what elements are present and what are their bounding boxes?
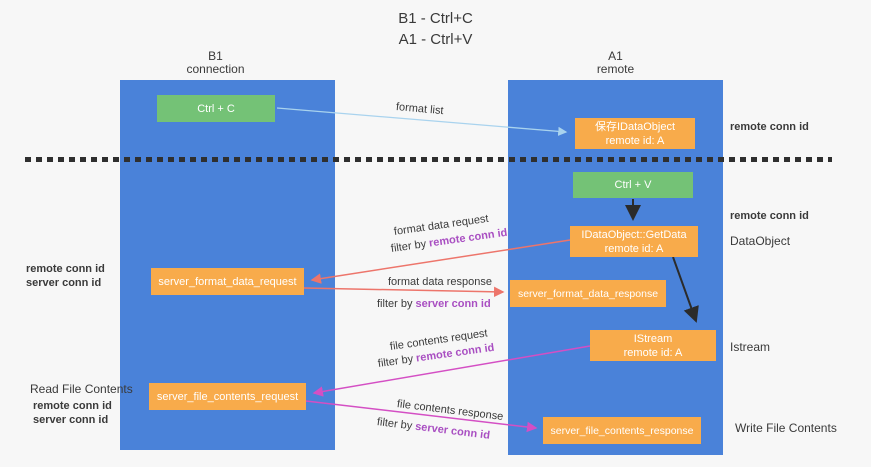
getdata-line2: remote id: A [604, 242, 664, 255]
server-format-data-response-label: server_format_data_response [517, 287, 659, 300]
remote-conn-id-label-left-top: remote conn id [26, 263, 105, 275]
server-conn-id-label-left-bottom: server conn id [33, 414, 109, 426]
format-list-label: format list [395, 101, 445, 118]
ctrl-c-box: Ctrl + C [157, 95, 275, 122]
ctrl-v-label: Ctrl + V [614, 179, 652, 191]
save-idataobject-line2: remote id: A [605, 134, 665, 147]
save-idataobject-line1: 保存IDataObject [594, 120, 676, 133]
getdata-line1: IDataObject::GetData [581, 228, 687, 241]
lane-a1-name: A1 [608, 49, 623, 63]
save-idataobject-box: 保存IDataObject remote id: A [575, 118, 695, 149]
ctrl-c-label: Ctrl + C [197, 102, 235, 115]
getdata-box: IDataObject::GetData remote id: A [570, 226, 698, 257]
istream-line2: remote id: A [623, 346, 683, 359]
server-format-data-request-box: server_format_data_request [151, 268, 304, 295]
lane-header-a1: A1 remote [528, 50, 703, 76]
write-file-contents-label: Write File Contents [735, 421, 837, 435]
format-data-response-filter-label: filter by server conn id [377, 298, 491, 310]
dataobject-label: DataObject [730, 234, 791, 248]
server-file-contents-request-label: server_file_contents_request [156, 390, 299, 403]
title-line-1: B1 - Ctrl+C [398, 10, 473, 27]
lane-a1-subtitle: remote [596, 62, 635, 76]
server-format-data-request-label: server_format_data_request [158, 275, 297, 288]
lane-b1-subtitle: connection [186, 62, 245, 76]
remote-conn-id-label-right-top: remote conn id [730, 121, 809, 133]
filter-by-text-1: filter by [390, 237, 430, 255]
ctrl-v-box: Ctrl + V [573, 172, 693, 198]
separator-dashed-line [25, 157, 832, 162]
server-file-contents-request-box: server_file_contents_request [149, 383, 306, 410]
server-conn-id-filter-2: server conn id [414, 420, 491, 442]
filter-by-text-3: filter by [377, 352, 417, 370]
diagram-title: B1 - Ctrl+C A1 - Ctrl+V [0, 8, 871, 50]
remote-conn-id-label-left-bottom: remote conn id [33, 400, 112, 412]
lane-b1-name: B1 [208, 49, 223, 63]
server-conn-id-filter-1: server conn id [415, 298, 491, 310]
filter-by-text-2: filter by [377, 298, 416, 310]
lane-header-b1: B1 connection [128, 50, 303, 76]
istream-box: IStream remote id: A [590, 330, 716, 361]
server-conn-id-label-left-top: server conn id [26, 277, 102, 289]
read-file-contents-label: Read File Contents [30, 382, 133, 396]
filter-by-text-4: filter by [376, 416, 416, 433]
title-line-2: A1 - Ctrl+V [398, 31, 473, 48]
server-file-contents-response-label: server_file_contents_response [550, 424, 694, 437]
istream-side-label: Istream [730, 340, 771, 354]
file-contents-response-filter-label: filter by server conn id [376, 416, 490, 442]
server-file-contents-response-box: server_file_contents_response [543, 417, 701, 444]
istream-line1: IStream [633, 332, 673, 345]
file-contents-response-label: file contents response [396, 398, 504, 423]
format-data-response-label: format data response [388, 276, 492, 288]
server-format-data-response-box: server_format_data_response [510, 280, 666, 307]
remote-conn-id-label-right-mid: remote conn id [730, 210, 809, 222]
